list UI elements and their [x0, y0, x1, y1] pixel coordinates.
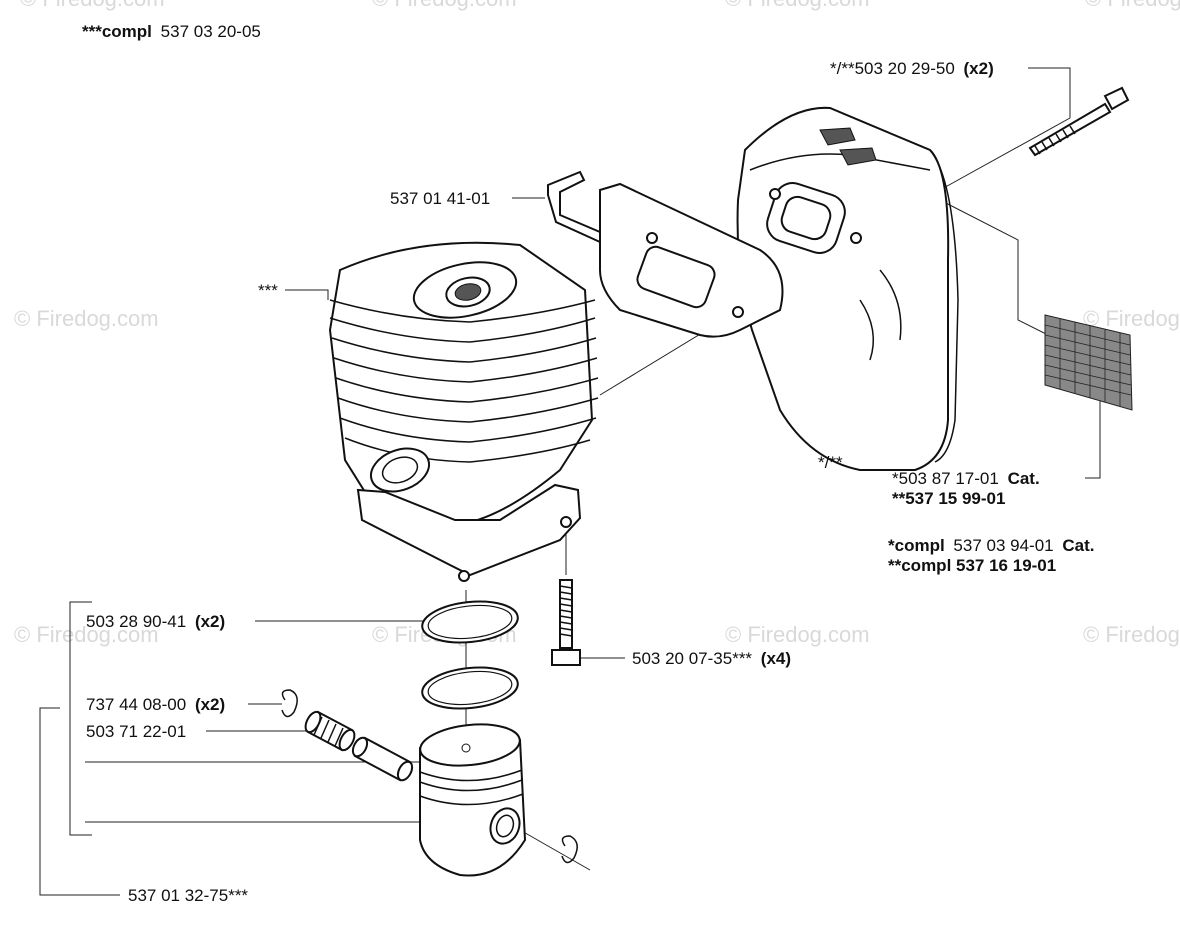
- watermark: © Firedog.com: [1085, 0, 1180, 11]
- screen-number: *503 87 17-01: [892, 469, 999, 488]
- callout-screen: *503 87 17-01 Cat. **537 15 99-01: [892, 469, 1040, 508]
- watermark: © Firedog.com: [1083, 622, 1180, 647]
- muffler-compl-number: 537 03 94-01: [953, 536, 1053, 555]
- callout-qty: (x2): [964, 59, 994, 78]
- callout-screw: 503 20 07-35*** (x4): [632, 649, 791, 668]
- callout-number: 737 44 08-00: [86, 695, 186, 714]
- svg-text:***compl 537 03 20-05: ***compl 537 03 20-05: [82, 22, 261, 41]
- cylinder-screw: [551, 579, 581, 666]
- watermark: © Firedog.com: [725, 622, 870, 647]
- watermark: © Firedog.com: [725, 0, 870, 11]
- callout-qty: (x4): [761, 649, 791, 668]
- svg-text:*503 87 17-01 Cat.: *503 87 17-01 Cat.: [892, 469, 1040, 488]
- muffler-compl-prefix: *compl: [888, 536, 945, 555]
- watermark: © Firedog.com: [1083, 306, 1180, 331]
- muffler-compl-alt: **compl 537 16 19-01: [888, 556, 1056, 575]
- watermark: © Firedog.com: [372, 0, 517, 11]
- piston-pin: [351, 736, 414, 782]
- callout-circlip: 737 44 08-00 (x2): [86, 695, 225, 714]
- callout-number: 503 20 07-35***: [632, 649, 752, 668]
- callout-qty: (x2): [195, 695, 225, 714]
- watermark: © Firedog.com: [20, 0, 165, 11]
- callout-bolt-top: */**503 20 29-50 (x2): [830, 59, 994, 78]
- callout-number: 503 28 90-41: [86, 612, 186, 631]
- circlips: [281, 689, 578, 864]
- muffler: [736, 106, 959, 471]
- gasket-bracket: [547, 170, 784, 338]
- callout-rings: 503 28 90-41 (x2): [86, 612, 225, 631]
- callout-muffler: */**: [818, 453, 843, 472]
- callout-muffler-compl: *compl 537 03 94-01 Cat. **compl 537 16 …: [888, 536, 1094, 575]
- callout-number: */**503 20 29-50: [830, 59, 955, 78]
- watermark: © Firedog.com: [14, 622, 159, 647]
- assembly-number: 537 03 20-05: [161, 22, 261, 41]
- needle-bearing: [304, 710, 356, 752]
- assembly-prefix: ***compl: [82, 22, 152, 41]
- callout-bracket: 537 01 41-01: [390, 189, 490, 208]
- piston-rings: [421, 600, 519, 710]
- muffler-compl-suffix: Cat.: [1062, 536, 1094, 555]
- svg-text:*compl 537 03 94-01: *compl 537 03 94-01 Cat.: [888, 536, 1094, 555]
- callout-qty: (x2): [195, 612, 225, 631]
- piston: [419, 723, 527, 877]
- callout-bearing: 503 71 22-01: [86, 722, 186, 741]
- watermark: © Firedog.com: [14, 306, 159, 331]
- assembly-note: ***compl 537 03 20-05: [82, 22, 261, 41]
- screen-alt-number: **537 15 99-01: [892, 489, 1005, 508]
- exhaust-bolt: [1028, 86, 1130, 157]
- callout-piston-kit: 537 01 32-75***: [128, 886, 248, 905]
- screen-suffix: Cat.: [1008, 469, 1040, 488]
- spark-arrestor-screen: [1044, 314, 1133, 411]
- cylinder: [328, 241, 599, 582]
- callout-cylinder: ***: [258, 281, 278, 300]
